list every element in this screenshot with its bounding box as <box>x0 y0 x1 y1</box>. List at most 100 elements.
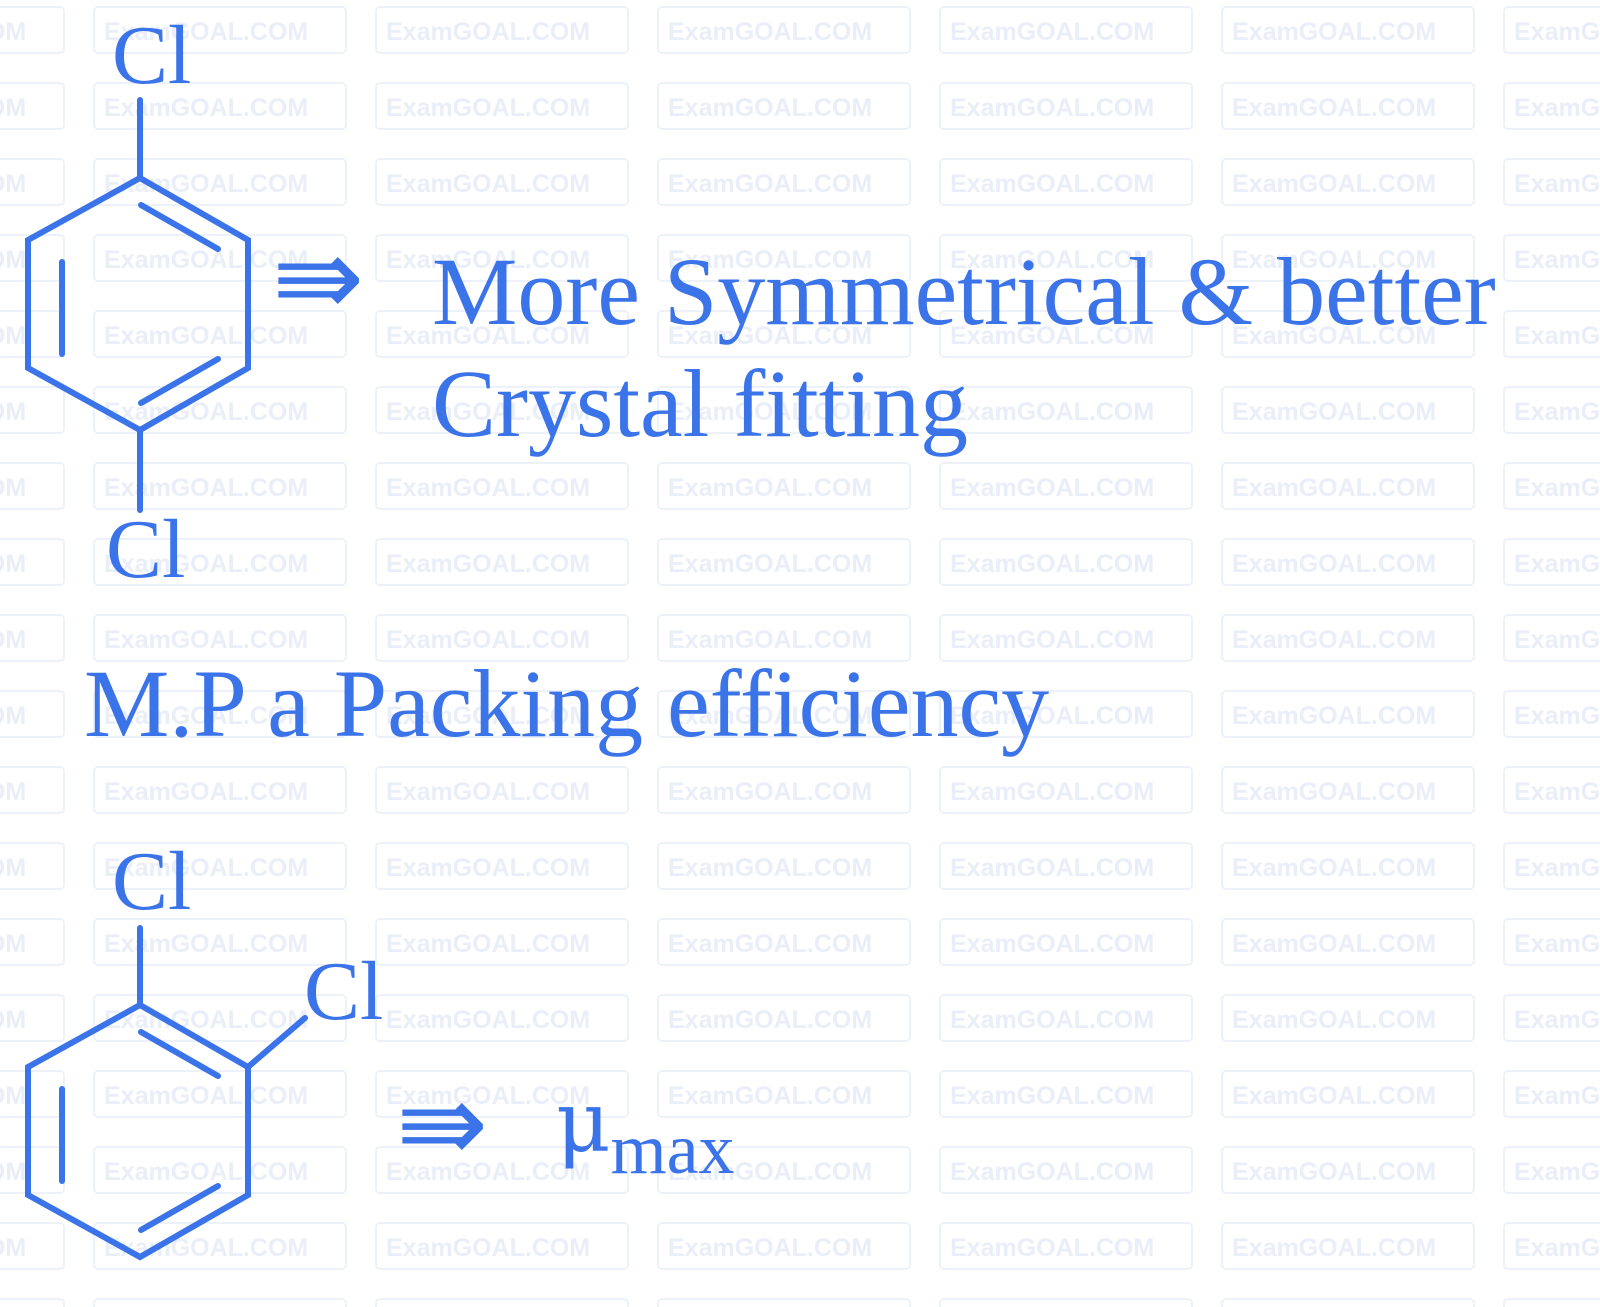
watermark-text: ExamGOAL.COM <box>0 1006 26 1034</box>
watermark-frame <box>93 6 347 54</box>
watermark-text: ExamGOAL.COM <box>1514 170 1600 198</box>
watermark-frame <box>93 690 347 738</box>
watermark-text: ExamGOAL.COM <box>386 702 590 730</box>
watermark-frame <box>0 538 65 586</box>
watermark-text: ExamGOAL.COM <box>1232 1006 1436 1034</box>
watermark-text: ExamGOAL.COM <box>950 322 1154 350</box>
watermark-text: ExamGOAL.COM <box>0 930 26 958</box>
watermark-frame <box>1503 462 1600 510</box>
watermark-frame <box>1503 842 1600 890</box>
watermark-frame <box>1221 310 1475 358</box>
watermark-frame <box>93 918 347 966</box>
watermark-text: ExamGOAL.COM <box>1232 170 1436 198</box>
watermark-text: ExamGOAL.COM <box>668 1234 872 1262</box>
watermark-text: ExamGOAL.COM <box>1514 702 1600 730</box>
watermark-text: ExamGOAL.COM <box>1232 322 1436 350</box>
watermark-frame <box>1221 918 1475 966</box>
watermark-text: ExamGOAL.COM <box>386 1082 590 1110</box>
watermark-frame <box>93 994 347 1042</box>
watermark-frame <box>657 994 911 1042</box>
watermark-frame <box>657 1070 911 1118</box>
watermark-text: ExamGOAL.COM <box>104 246 308 274</box>
watermark-frame <box>93 1298 347 1307</box>
watermark-text: ExamGOAL.COM <box>104 778 308 806</box>
watermark-frame <box>1503 386 1600 434</box>
watermark-frame <box>0 6 65 54</box>
watermark-frame <box>1503 1070 1600 1118</box>
watermark-frame <box>1221 158 1475 206</box>
watermark-frame <box>939 82 1193 130</box>
watermark-text: ExamGOAL.COM <box>1514 626 1600 654</box>
watermark-text: ExamGOAL.COM <box>1232 1158 1436 1186</box>
watermark-text: ExamGOAL.COM <box>950 398 1154 426</box>
watermark-text: ExamGOAL.COM <box>950 854 1154 882</box>
watermark-text: ExamGOAL.COM <box>386 246 590 274</box>
watermark-text: ExamGOAL.COM <box>950 1006 1154 1034</box>
watermark-frame <box>1503 1222 1600 1270</box>
watermark-frame <box>93 462 347 510</box>
watermark-frame <box>939 462 1193 510</box>
watermark-frame <box>939 766 1193 814</box>
watermark-text: ExamGOAL.COM <box>0 170 26 198</box>
watermark-frame <box>375 462 629 510</box>
watermark-text: ExamGOAL.COM <box>668 18 872 46</box>
watermark-text: ExamGOAL.COM <box>668 1158 872 1186</box>
watermark-text: ExamGOAL.COM <box>950 626 1154 654</box>
watermark-frame <box>375 386 629 434</box>
watermark-frame <box>1503 766 1600 814</box>
watermark-text: ExamGOAL.COM <box>668 322 872 350</box>
watermark-text: ExamGOAL.COM <box>1232 930 1436 958</box>
watermark-frame <box>1221 1146 1475 1194</box>
watermark-text: ExamGOAL.COM <box>386 398 590 426</box>
watermark-frame <box>1503 918 1600 966</box>
watermark-frame <box>1503 614 1600 662</box>
watermark-frame <box>375 234 629 282</box>
watermark-text: ExamGOAL.COM <box>1232 626 1436 654</box>
watermark-frame <box>939 6 1193 54</box>
watermark-frame <box>0 766 65 814</box>
watermark-text: ExamGOAL.COM <box>950 474 1154 502</box>
watermark-text: ExamGOAL.COM <box>950 1082 1154 1110</box>
watermark-text: ExamGOAL.COM <box>668 626 872 654</box>
watermark-frame <box>657 918 911 966</box>
watermark-text: ExamGOAL.COM <box>0 18 26 46</box>
watermark-frame <box>657 158 911 206</box>
watermark-text: ExamGOAL.COM <box>1514 1082 1600 1110</box>
chlorine-label-bottom: Cl <box>106 503 186 596</box>
watermark-frame <box>657 842 911 890</box>
watermark-frame <box>657 690 911 738</box>
watermark-frame <box>939 386 1193 434</box>
double-bond-lower <box>138 356 221 406</box>
watermark-frame <box>939 234 1193 282</box>
watermark-text: ExamGOAL.COM <box>668 398 872 426</box>
watermark-text: ExamGOAL.COM <box>1232 550 1436 578</box>
watermark-text: ExamGOAL.COM <box>950 18 1154 46</box>
watermark-text: ExamGOAL.COM <box>668 170 872 198</box>
watermark-text: ExamGOAL.COM <box>1514 322 1600 350</box>
watermark-frame <box>375 1070 629 1118</box>
watermark-text: ExamGOAL.COM <box>1514 550 1600 578</box>
watermark-frame <box>0 842 65 890</box>
watermark-frame <box>939 310 1193 358</box>
watermark-frame <box>93 538 347 586</box>
watermark-frame <box>0 994 65 1042</box>
watermark-text: ExamGOAL.COM <box>104 322 308 350</box>
watermark-frame <box>1221 1222 1475 1270</box>
watermark-text: ExamGOAL.COM <box>950 778 1154 806</box>
watermark-text: ExamGOAL.COM <box>386 1006 590 1034</box>
watermark-frame <box>657 1298 911 1307</box>
watermark-text: ExamGOAL.COM <box>0 246 26 274</box>
watermark-text: ExamGOAL.COM <box>0 398 26 426</box>
chlorine-label-ortho-2: Cl <box>304 945 384 1038</box>
watermark-text: ExamGOAL.COM <box>950 94 1154 122</box>
mu-subscript: max <box>610 1109 735 1189</box>
watermark-frame <box>1221 234 1475 282</box>
watermark-frame <box>0 234 65 282</box>
watermark-frame <box>375 6 629 54</box>
watermark-frame <box>1503 690 1600 738</box>
ortho-dichlorobenzene-structure <box>25 925 308 1261</box>
watermark-text: ExamGOAL.COM <box>104 702 308 730</box>
watermark-text: ExamGOAL.COM <box>104 550 308 578</box>
